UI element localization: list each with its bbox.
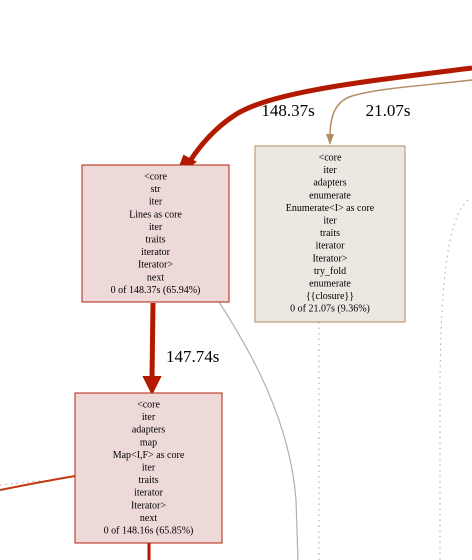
edge-thin-gray[interactable]: [218, 301, 299, 560]
edge-label-hot-middle: 147.74s: [166, 347, 219, 366]
node-map-next-line: iter: [142, 463, 156, 474]
node-map-next-line: Map<I,F> as core: [113, 450, 185, 461]
node-enumerate-try-fold-line: {{closure}}: [306, 291, 354, 302]
edge-orange-left[interactable]: [0, 475, 76, 491]
edge-dotted-right[interactable]: [439, 199, 469, 560]
node-lines-next-line: iter: [149, 197, 163, 208]
edge-label-warm-incoming: 21.07s: [366, 101, 411, 120]
edge-hot-incoming[interactable]: [185, 65, 472, 166]
node-map-next-line: iterator: [134, 488, 164, 499]
node-enumerate-try-fold-line: try_fold: [314, 266, 346, 277]
node-map-next-line: map: [140, 437, 157, 448]
node-lines-next-line: iterator: [141, 247, 171, 258]
node-map-next-line: iter: [142, 412, 156, 423]
node-map-next-footer: 0 of 148.16s (65.85%): [104, 526, 194, 537]
node-enumerate-try-fold-line: Iterator>: [312, 253, 347, 264]
node-enumerate-try-fold-line: enumerate: [309, 279, 351, 290]
edge-label-hot-incoming: 148.37s: [261, 101, 314, 120]
node-enumerate-try-fold-line: <core: [319, 153, 342, 164]
edge-hot-middle[interactable]: [149, 302, 156, 379]
node-enumerate-try-fold-line: adapters: [313, 178, 346, 189]
node-lines-next-box: [81, 164, 230, 303]
node-lines-next-line: str: [151, 184, 162, 195]
node-enumerate-try-fold-line: enumerate: [309, 190, 351, 201]
node-lines-next-line: traits: [146, 235, 166, 246]
node-lines-next-line: Lines as core: [129, 209, 182, 220]
node-lines-next-line: Iterator>: [138, 260, 173, 271]
node-map-next-line: <core: [137, 400, 160, 411]
edge-warm-incoming-arrowhead: [326, 134, 334, 145]
node-enumerate-try-fold-line: Enumerate<I> as core: [286, 203, 375, 214]
node-map-next-line: next: [140, 513, 157, 524]
node-map-next-line: adapters: [132, 425, 165, 436]
node-map-next-line: Iterator>: [131, 500, 166, 511]
node-lines-next-line: iter: [149, 222, 163, 233]
edge-dotted-left[interactable]: [0, 480, 41, 486]
node-map-next-box: [74, 392, 223, 544]
node-enumerate-try-fold-line: iterator: [316, 241, 346, 252]
node-map-next-line: traits: [139, 475, 159, 486]
node-enumerate-try-fold-footer: 0 of 21.07s (9.36%): [290, 304, 370, 315]
node-enumerate-try-fold-line: iter: [323, 165, 337, 176]
node-lines-next-line: <core: [144, 172, 167, 183]
node-enumerate-try-fold-line: iter: [323, 216, 337, 227]
node-lines-next-footer: 0 of 148.37s (65.94%): [111, 285, 201, 296]
edge-hot-middle-arrowhead: [142, 376, 162, 396]
node-lines-next-line: next: [147, 272, 164, 283]
node-enumerate-try-fold-box: [254, 145, 406, 323]
edge-warm-incoming[interactable]: [329, 79, 472, 137]
node-enumerate-try-fold-line: traits: [320, 228, 340, 239]
